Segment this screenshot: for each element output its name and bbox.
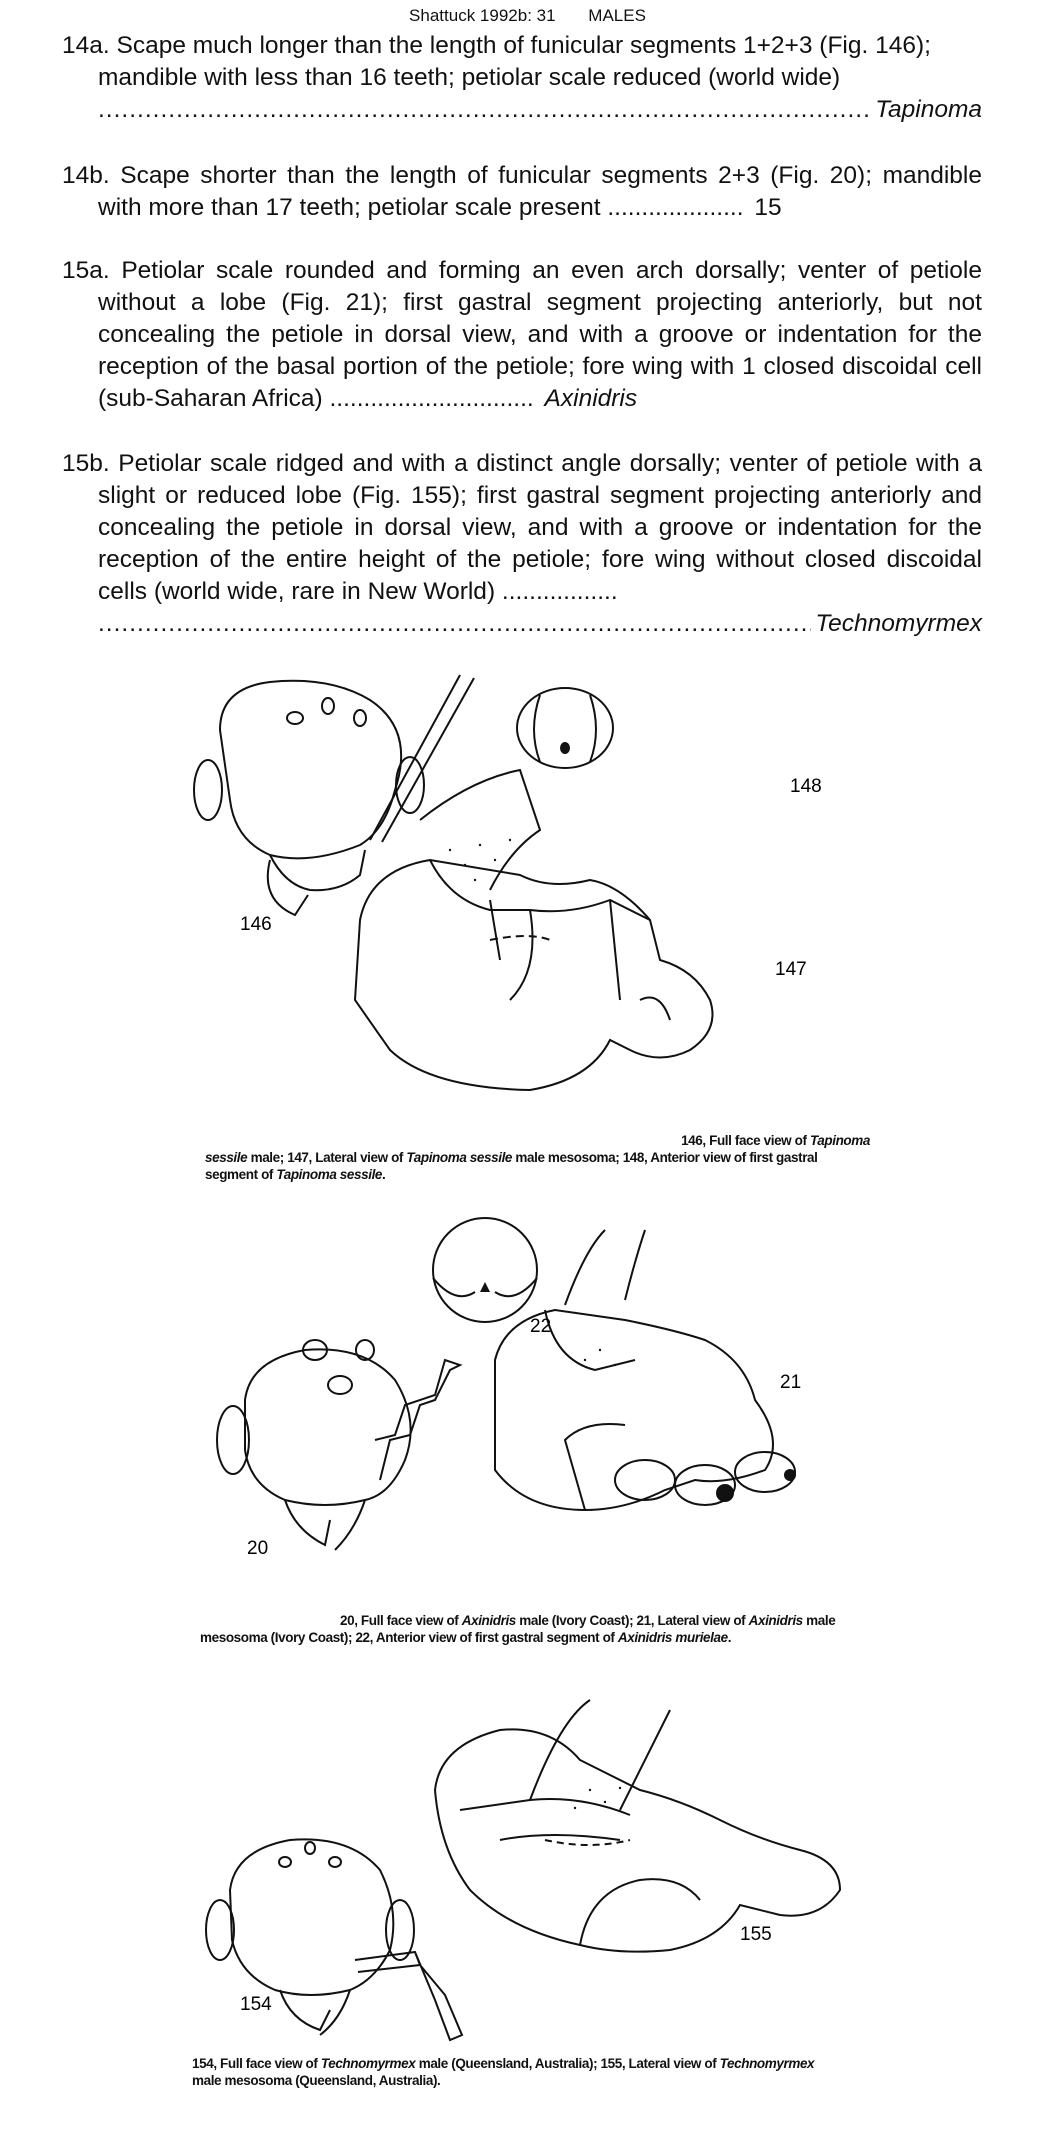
figure-number-mesosoma: 21 <box>780 1372 801 1393</box>
couplet-15b: 15b. Petiolar scale ridged and with a di… <box>62 448 982 640</box>
header-citation: Shattuck 1992b: 31 <box>409 6 556 25</box>
ocellus <box>355 1339 375 1361</box>
couplet-label: 15b. <box>62 450 110 477</box>
couplet-text: Petiolar scale rounded and forming an ev… <box>98 257 982 412</box>
mandible <box>284 1499 366 1551</box>
stipple <box>473 878 477 882</box>
leader-dots: .............................. <box>329 385 534 412</box>
leader-dots: ........................................… <box>98 96 871 123</box>
couplet-result: Technomyrmex <box>815 610 982 637</box>
couplet-text: Petiolar scale ridged and with a distinc… <box>98 450 982 605</box>
figure-caption-1: 146, Full face view of Tapinoma sessile … <box>205 1133 870 1182</box>
couplet-label: 15a. <box>62 257 110 284</box>
mandible <box>279 1989 351 2036</box>
compound-eye <box>395 756 425 814</box>
antenna <box>369 674 475 843</box>
couplet-text: Scape much longer than the length of fun… <box>98 32 931 91</box>
antenna <box>374 1358 463 1481</box>
ocellus <box>278 1856 292 1868</box>
couplet-label: 14a. <box>62 32 110 59</box>
gaster-socket <box>480 1282 490 1292</box>
gaster-lobes <box>432 1277 538 1298</box>
dashed-suture <box>489 935 551 941</box>
compound-eye <box>205 1899 235 1961</box>
clypeus <box>269 849 366 892</box>
figure-axinidris: 22 21 20 <box>216 1217 801 1559</box>
gaster-socket <box>560 742 570 754</box>
sclerite-lines <box>459 1798 701 1946</box>
ocellus <box>302 1339 328 1361</box>
stipple <box>598 1348 602 1352</box>
figure-technomyrmex: 155 154 <box>205 1699 842 2042</box>
figure-number-gaster: 148 <box>790 776 822 797</box>
leader-dots: ................. <box>501 578 618 605</box>
stipple <box>573 1806 577 1810</box>
antenna <box>354 1950 464 2042</box>
ocellus <box>353 709 367 727</box>
head-outline <box>228 1838 395 1996</box>
figure-number-head: 146 <box>240 914 272 935</box>
stipple <box>493 858 497 862</box>
wing-base <box>564 1229 646 1306</box>
figure-number-gaster: 22 <box>530 1316 551 1337</box>
mesosoma-outline <box>353 858 714 1092</box>
compound-eye <box>216 1405 250 1475</box>
figure-tapinoma: 146 147 148 <box>193 674 822 1092</box>
sclerite-lines <box>489 899 621 1001</box>
gaster-outline <box>516 687 614 769</box>
mesosoma-outline <box>433 1728 842 1953</box>
mesosoma-outline <box>494 1308 774 1512</box>
ocellus <box>304 1841 316 1855</box>
couplet-15a: 15a. Petiolar scale rounded and forming … <box>62 255 982 415</box>
stipple <box>613 1363 617 1367</box>
coxal-spot <box>716 1484 734 1502</box>
stipple <box>508 838 512 842</box>
wing-base <box>419 768 542 891</box>
compound-eye <box>385 1899 415 1961</box>
couplet-14b: 14b. Scape shorter than the length of fu… <box>62 160 982 224</box>
stipple <box>583 1358 587 1362</box>
leader-dots: ........................................… <box>98 610 811 637</box>
sclerite-lines <box>544 1309 636 1511</box>
ocellus <box>321 697 335 715</box>
mandible <box>266 859 309 917</box>
figure-caption-2: 20, Full face view of Axinidris male (Iv… <box>200 1613 836 1645</box>
figure-number-mesosoma: 147 <box>775 959 807 980</box>
leg-segment <box>674 1464 736 1506</box>
dashed-suture <box>544 1839 631 1846</box>
couplet-result: 15 <box>754 194 782 221</box>
stipple <box>588 1788 592 1792</box>
couplet-label: 14b. <box>62 162 110 189</box>
stipple <box>463 863 467 867</box>
stipple <box>603 1800 607 1804</box>
leg-segment <box>614 1459 676 1501</box>
gaster-lobes <box>533 694 597 763</box>
couplet-text: Scape shorter than the length of funicul… <box>98 162 983 221</box>
figure-number-head: 154 <box>240 1994 272 2015</box>
couplet-result: Tapinoma <box>875 96 982 123</box>
compound-eye <box>193 759 223 821</box>
stipple <box>618 1786 622 1790</box>
figure-number-mesosoma: 155 <box>740 1924 772 1945</box>
wing-base <box>529 1699 671 1811</box>
ocellus <box>327 1375 353 1395</box>
leader-dots: .................... <box>607 194 744 221</box>
ocellus <box>286 711 304 725</box>
petiole <box>639 996 671 1021</box>
figure-number-head: 20 <box>247 1538 268 1559</box>
header-section: MALES <box>588 6 646 25</box>
stipple <box>448 848 452 852</box>
stipple <box>478 843 482 847</box>
coxal-spot <box>784 1469 796 1481</box>
gaster-outline <box>432 1217 538 1323</box>
figure-caption-3: 154, Full face view of Technomyrmex male… <box>192 2056 815 2088</box>
ocellus <box>328 1856 342 1868</box>
couplet-result: Axinidris <box>544 385 638 412</box>
head-outline <box>244 1348 412 1506</box>
couplet-14a: 14a. Scape much longer than the length o… <box>62 30 982 126</box>
page-header: Shattuck 1992b: 31 MALES <box>0 6 1055 26</box>
